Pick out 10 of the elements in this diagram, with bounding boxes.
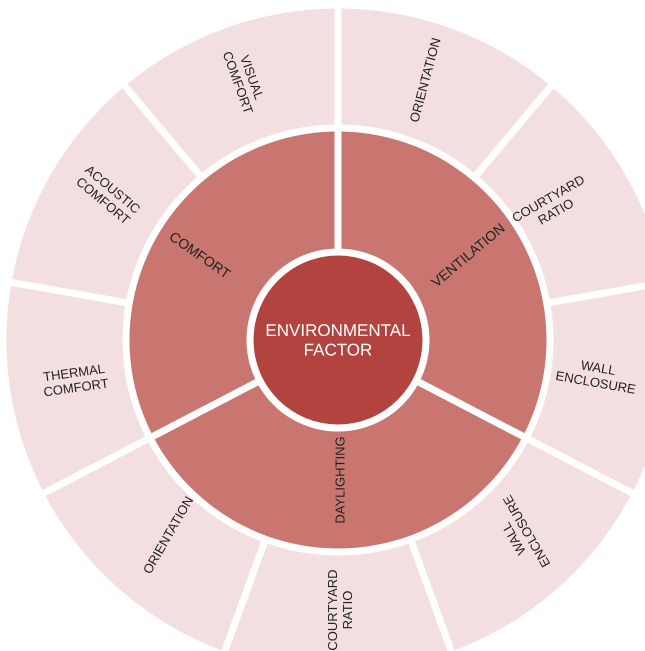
segment-label: COURTYARD RATIO	[325, 569, 356, 651]
centre-disc	[254, 256, 422, 424]
ring-segment	[228, 544, 448, 651]
segment-label: ENVIRONMENTAL FACTOR	[265, 321, 411, 360]
segment-label: DAYLIGHTING	[332, 436, 348, 524]
segment-label: THERMAL COMFORT	[42, 360, 110, 400]
ring-segment	[46, 442, 262, 650]
ring-segment	[6, 286, 146, 490]
ring-segment	[414, 442, 630, 650]
ring-segment	[342, 8, 548, 173]
